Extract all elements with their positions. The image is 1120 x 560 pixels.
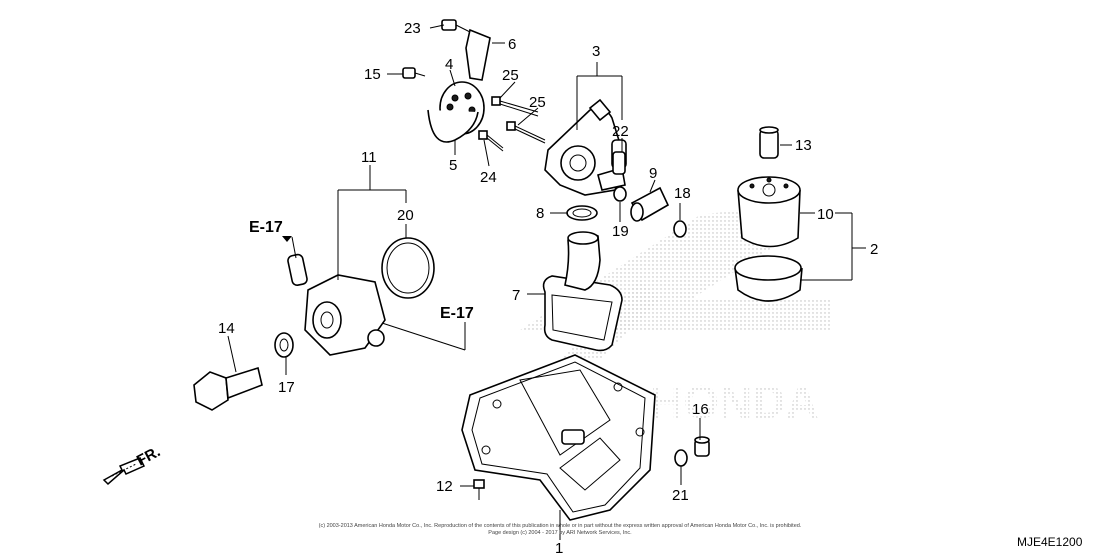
- o-ring-20[interactable]: [381, 237, 435, 299]
- bolt-15[interactable]: [402, 67, 426, 79]
- callout-2: 2: [870, 241, 878, 258]
- o-ring-18[interactable]: [673, 220, 687, 238]
- sealing-washer-17[interactable]: [274, 332, 294, 358]
- callout-20: 20: [397, 207, 414, 224]
- chain-guide-bracket[interactable]: [465, 28, 491, 81]
- callout-25a: 25: [502, 67, 519, 84]
- drain-bolt-16[interactable]: [694, 436, 710, 457]
- cross-references: E-17 E-17: [249, 219, 474, 322]
- copyright-line-2: Page design (c) 2004 - 2017 by ARI Netwo…: [488, 530, 632, 536]
- callout-8: 8: [536, 205, 544, 222]
- callout-24: 24: [480, 169, 497, 186]
- callout-12: 12: [436, 478, 453, 495]
- callout-21: 21: [672, 487, 689, 504]
- sealing-washer-21[interactable]: [674, 449, 688, 467]
- callout-15: 15: [364, 66, 381, 83]
- oil-filter-case[interactable]: [734, 255, 803, 302]
- relief-valve[interactable]: [630, 186, 670, 222]
- callout-10: 10: [817, 206, 834, 223]
- bolt-23[interactable]: [441, 19, 471, 33]
- callout-6: 6: [508, 36, 516, 53]
- callout-17: 17: [278, 379, 295, 396]
- oil-pan[interactable]: [461, 354, 656, 521]
- o-ring-8[interactable]: [566, 205, 598, 221]
- callout-14: 14: [218, 320, 235, 337]
- o-ring-19[interactable]: [613, 186, 627, 202]
- part-callouts: 23 6 3 15 4 25 25 22 5 24 9 13 18 11 20 …: [218, 20, 878, 557]
- callout-23: 23: [404, 20, 421, 37]
- dowel-pin[interactable]: [612, 151, 626, 175]
- callout-19: 19: [612, 223, 629, 240]
- callout-5: 5: [449, 157, 457, 174]
- copyright-line-1: (c) 2003-2013 American Honda Motor Co., …: [319, 523, 802, 529]
- watermark-text: HONDA: [650, 376, 819, 428]
- oil-cooler[interactable]: [287, 253, 386, 356]
- pump-sprocket[interactable]: [427, 81, 485, 143]
- front-direction-indicator: FR.: [102, 443, 163, 486]
- leader-lines: [227, 24, 866, 540]
- cooler-bolt-14[interactable]: [193, 366, 263, 411]
- oil-strainer[interactable]: [542, 231, 623, 352]
- callout-7: 7: [512, 287, 520, 304]
- callout-11: 11: [361, 149, 377, 166]
- callout-22: 22: [612, 123, 629, 140]
- callout-1: 1: [555, 540, 563, 557]
- oil-pump[interactable]: [544, 98, 627, 196]
- reference-e17-right: E-17: [440, 305, 474, 322]
- callout-9: 9: [649, 165, 657, 182]
- pan-bolt-12[interactable]: [473, 479, 485, 500]
- filter-boss[interactable]: [759, 126, 779, 159]
- callout-25b: 25: [529, 94, 546, 111]
- callout-4: 4: [445, 56, 453, 73]
- oil-filter-cartridge[interactable]: [737, 176, 801, 248]
- callout-16: 16: [692, 401, 709, 418]
- document-code: MJE4E1200: [1017, 535, 1083, 549]
- callout-18: 18: [674, 185, 691, 202]
- reference-e17-left: E-17: [249, 219, 283, 236]
- callout-3: 3: [592, 43, 600, 60]
- callout-13: 13: [795, 137, 812, 154]
